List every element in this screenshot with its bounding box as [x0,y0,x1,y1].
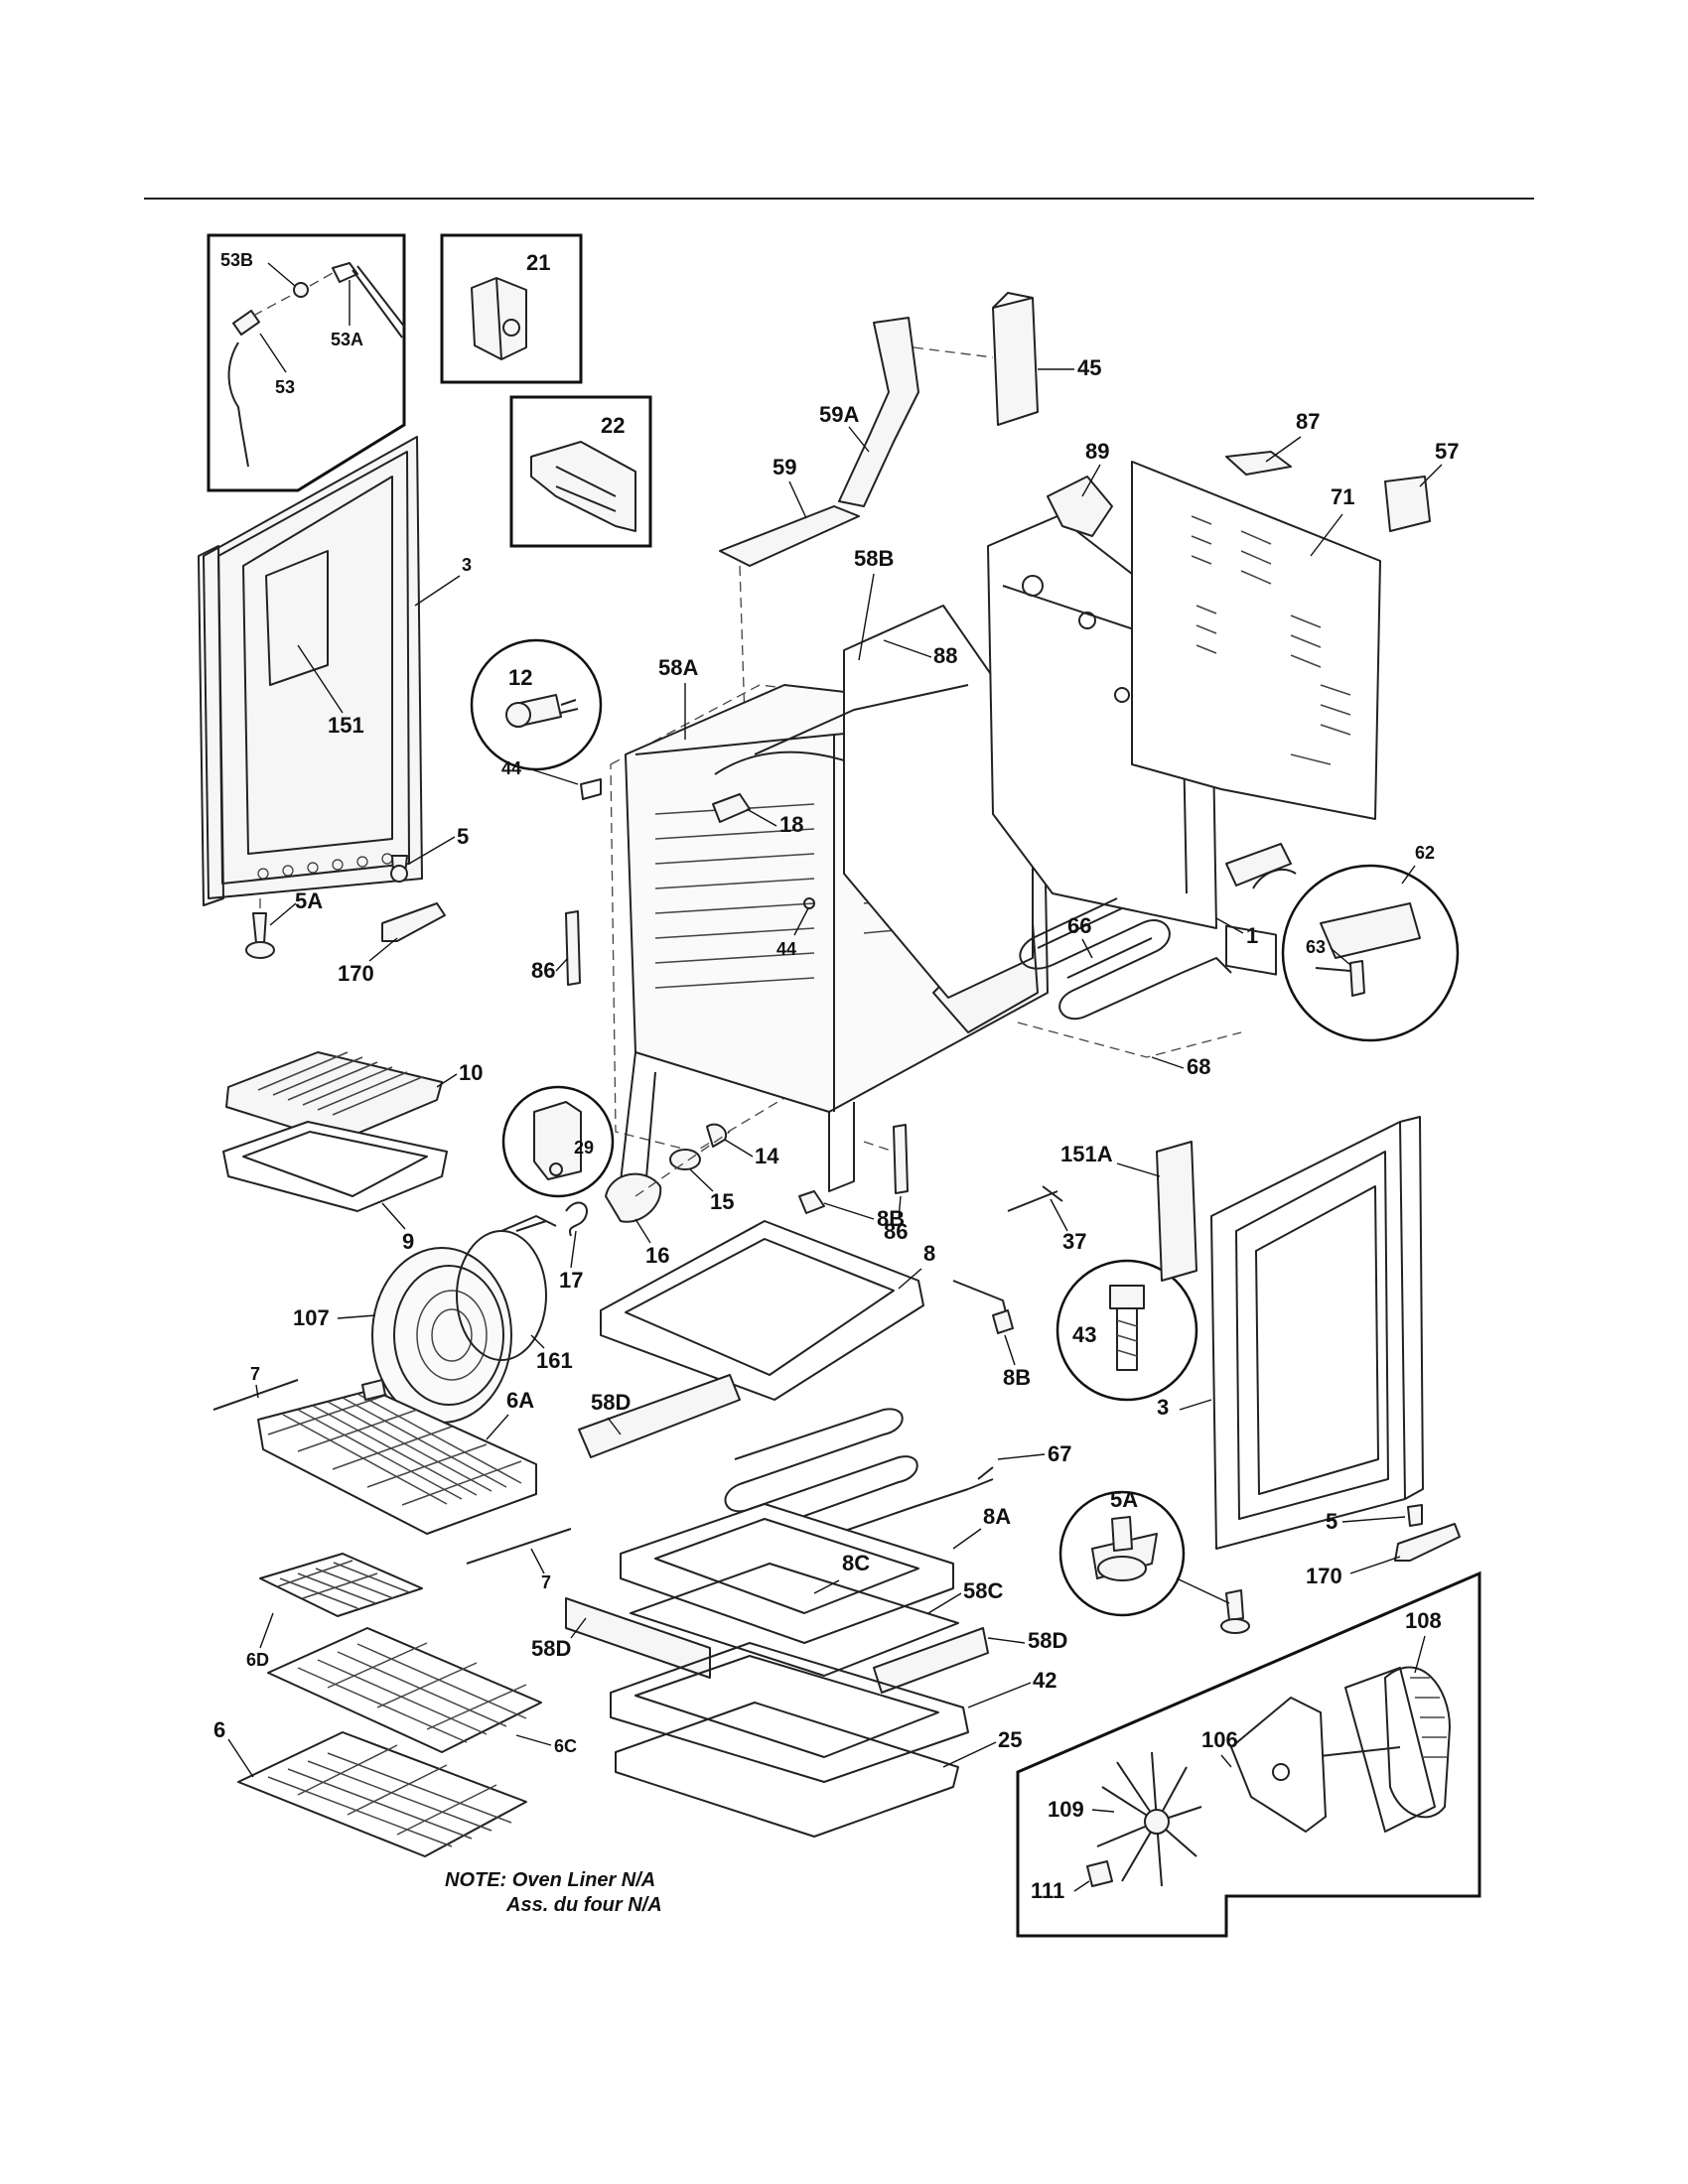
label-106: 106 [1201,1727,1238,1752]
sensor-inset-box: 53B 53A 53 [207,233,406,492]
label-25: 25 [998,1727,1022,1752]
label-58B: 58B [854,546,894,571]
label-109: 109 [1048,1797,1084,1822]
label-57: 57 [1435,439,1459,464]
label-170-right: 170 [1306,1564,1342,1588]
label-5A-left: 5A [295,888,323,913]
bake-element-and-base: 58D 67 8A 8C 58C 58D 58D 42 25 [531,1374,1071,1838]
oven-bottom-8: 8B 8 8B 43 [600,1190,1198,1402]
right-side-panel: 3 [1157,1116,1424,1550]
label-9: 9 [402,1229,414,1254]
right-hinge-group: 5A 5 170 [1058,1487,1461,1634]
brackets-86: 86 86 [531,910,909,1244]
convection-cover: 107 161 [293,1215,573,1424]
label-17: 17 [559,1268,583,1293]
label-29: 29 [574,1138,594,1158]
label-170-left: 170 [338,961,374,986]
label-12: 12 [508,665,532,690]
label-8C: 8C [842,1551,870,1575]
label-59A: 59A [819,402,859,427]
label-10: 10 [459,1060,483,1085]
label-5-right: 5 [1326,1509,1337,1534]
label-44-a: 44 [501,758,521,778]
terminal-block-inset: 62 63 [1225,843,1460,1042]
label-42: 42 [1033,1668,1056,1693]
label-58D-b: 58D [1028,1628,1067,1653]
broiler-pan: 10 9 [222,1051,483,1254]
label-3-right: 3 [1157,1395,1169,1420]
label-89: 89 [1085,439,1109,464]
label-8A: 8A [983,1504,1011,1529]
label-58D-c: 58D [531,1636,571,1661]
left-door: 3 151 [198,436,472,906]
label-58A: 58A [658,655,698,680]
label-5-left: 5 [457,824,469,849]
label-6D: 6D [246,1650,269,1670]
note-line-1: NOTE: Oven Liner N/A [445,1869,655,1891]
label-6: 6 [213,1717,225,1742]
label-14: 14 [755,1144,779,1168]
sensor-12-inset: 12 44 [470,638,603,800]
label-108: 108 [1405,1608,1442,1633]
label-53B: 53B [220,250,253,270]
label-44-b: 44 [776,939,796,959]
broil-element: 66 68 [1017,897,1242,1079]
left-hinge-group: 5 5A 170 [245,824,469,986]
label-37: 37 [1062,1229,1086,1254]
label-8B-b: 8B [1003,1365,1031,1390]
label-18: 18 [779,812,803,837]
label-58D-a: 58D [591,1390,631,1415]
label-63: 63 [1306,937,1326,957]
label-53A: 53A [331,330,363,349]
duct-group: 45 59A 59 [719,292,1101,875]
part-21-box: 21 [440,233,583,384]
label-7-a: 7 [250,1364,260,1384]
label-59: 59 [773,455,796,479]
label-8B-a: 8B [877,1206,905,1231]
label-7-b: 7 [541,1572,551,1592]
back-panel: 87 71 57 [1131,409,1459,976]
label-21: 21 [526,250,550,275]
label-22: 22 [601,413,625,438]
label-3-left: 3 [462,555,472,575]
label-86-b: 86 [884,1219,908,1244]
label-161: 161 [536,1348,573,1373]
part-22-box: 22 [509,395,652,548]
note-line-2: Ass. du four N/A [505,1894,662,1916]
label-151A: 151A [1060,1142,1113,1166]
label-1: 1 [1246,923,1258,948]
label-6C: 6C [554,1736,577,1756]
insulation-58B: 58B 88 [754,546,1034,999]
label-151: 151 [328,713,364,738]
label-111: 111 [1031,1878,1064,1903]
label-45: 45 [1077,355,1101,380]
label-107: 107 [293,1305,330,1330]
label-6A: 6A [506,1388,534,1413]
racks-lower: 6D 6C 6 [213,1553,577,1857]
label-87: 87 [1296,409,1320,434]
label-68: 68 [1187,1054,1210,1079]
rack-6A: 7 6A 7 [212,1364,572,1592]
label-71: 71 [1331,484,1354,509]
convection-motor-inset: 108 106 109 111 [1016,1570,1481,1938]
label-62: 62 [1415,843,1435,863]
oven-light-group: 29 14 15 16 17 [501,1085,779,1293]
label-58C: 58C [963,1578,1003,1603]
label-53: 53 [275,377,295,397]
label-8: 8 [923,1241,935,1266]
label-67: 67 [1048,1441,1071,1466]
label-16: 16 [645,1243,669,1268]
label-5A-right: 5A [1110,1487,1138,1512]
label-88: 88 [933,643,957,668]
label-43: 43 [1072,1322,1096,1347]
label-66: 66 [1067,913,1091,938]
label-15: 15 [710,1189,734,1214]
bracket-151A: 151A 37 [1007,1141,1197,1282]
label-86-a: 86 [531,958,555,983]
